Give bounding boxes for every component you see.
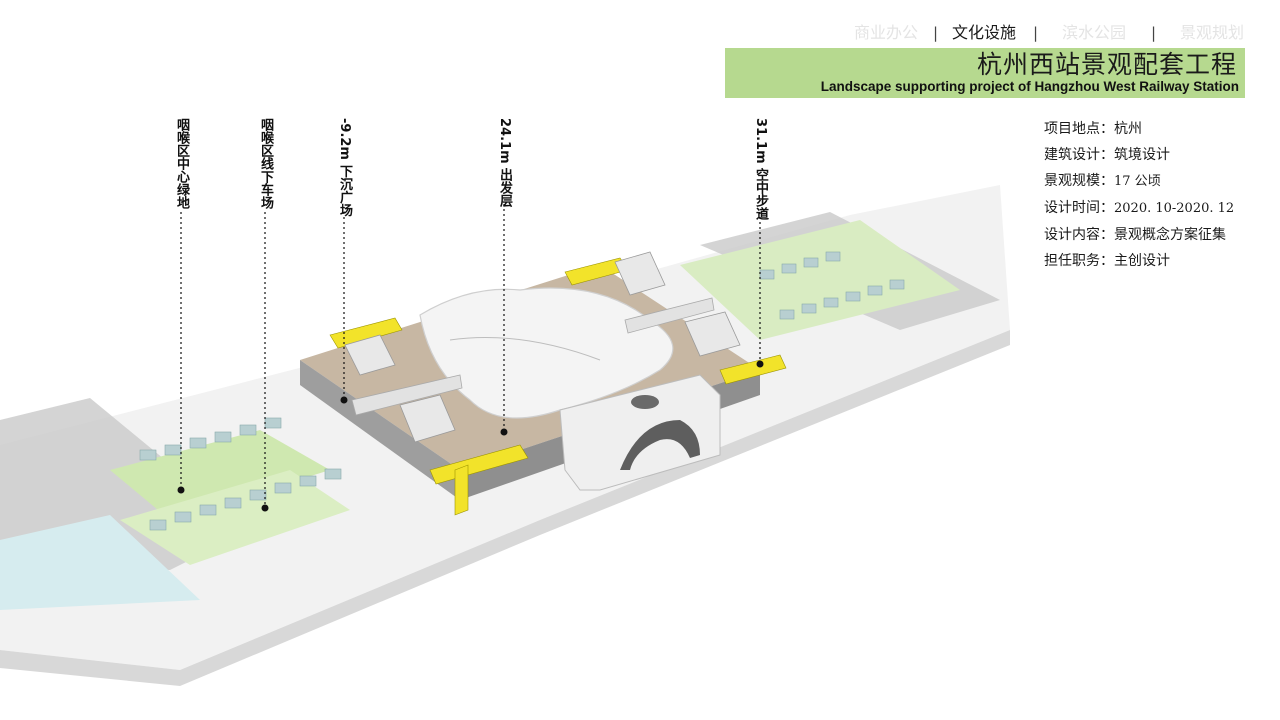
green-strip-right: [680, 220, 960, 340]
info-label: 担任职务：: [1044, 253, 1114, 269]
nav-item-landscape-planning[interactable]: 景观规划: [1180, 23, 1245, 42]
info-label: 设计时间：: [1044, 200, 1114, 216]
right-train-yard: [759, 251, 905, 320]
nav-separator: |: [933, 24, 939, 42]
left-train-yard: [139, 417, 342, 531]
callout-sunken-plaza: -9.2m 下沉广场: [337, 118, 352, 217]
info-value: 17 公顷: [1114, 174, 1161, 189]
info-value: 景观概念方案征集: [1114, 227, 1226, 243]
roof-curve: [449, 337, 601, 361]
green-strip-left-2: [120, 470, 350, 565]
yellow-walkways: [329, 257, 787, 516]
info-row-content: 设计内容：景观概念方案征集: [1044, 222, 1274, 248]
info-label: 建筑设计：: [1044, 147, 1114, 163]
skywalk-tube-left: [351, 374, 463, 416]
title-band: 杭州西站景观配套工程 Landscape supporting project …: [725, 48, 1245, 98]
project-title-cn: 杭州西站景观配套工程: [976, 50, 1237, 79]
callout-leaders: [180, 204, 761, 508]
project-title-en: Landscape supporting project of Hangzhou…: [820, 79, 1239, 94]
green-strip-left-1: [110, 430, 330, 520]
info-label: 设计内容：: [1044, 227, 1114, 243]
nav-item-waterfront-park[interactable]: 滨水公园: [1062, 23, 1127, 42]
water-strip: [0, 515, 200, 610]
callout-markers: [177, 360, 764, 512]
info-value: 筑境设计: [1114, 147, 1170, 163]
info-row-scale: 景观规模：17 公顷: [1044, 168, 1274, 195]
nav-separator: |: [1151, 24, 1157, 42]
callout-throat-central-green: 咽喉区中心绿地: [174, 118, 189, 209]
nav-separator: |: [1033, 24, 1039, 42]
nav-item-commercial-office[interactable]: 商业办公: [854, 23, 919, 42]
callout-departure-level: 24.1m 出发层: [497, 118, 512, 208]
arch-top-hole: [631, 395, 659, 409]
info-row-role: 担任职务：主创设计: [1044, 248, 1274, 274]
arch-opening: [620, 420, 700, 470]
callout-skywalk: 31.1m 空中步道: [753, 118, 768, 221]
top-navigation: 商业办公 | 文化设施 | 滨水公园 | 景观规划: [850, 22, 1250, 46]
nav-item-cultural-facilities[interactable]: 文化设施: [952, 23, 1017, 42]
skywalk-tube-right: [624, 297, 715, 334]
arch-gate: [559, 374, 721, 491]
info-label: 项目地点：: [1044, 121, 1114, 137]
info-row-location: 项目地点：杭州: [1044, 116, 1274, 142]
station-side: [300, 360, 460, 500]
info-row-design-time: 设计时间：2020. 10-2020. 12: [1044, 195, 1274, 222]
info-row-architect: 建筑设计：筑境设计: [1044, 142, 1274, 168]
info-label: 景观规模：: [1044, 173, 1114, 189]
side-buildings: [344, 251, 741, 443]
project-info: 项目地点：杭州 建筑设计：筑境设计 景观规模：17 公顷 设计时间：2020. …: [1044, 116, 1274, 274]
info-value: 杭州: [1114, 121, 1142, 137]
callout-throat-offline-yard: 咽喉区线下车场: [258, 118, 273, 209]
info-value: 2020. 10-2020. 12: [1114, 201, 1235, 216]
station-roof: [419, 287, 674, 419]
info-value: 主创设计: [1114, 253, 1170, 269]
